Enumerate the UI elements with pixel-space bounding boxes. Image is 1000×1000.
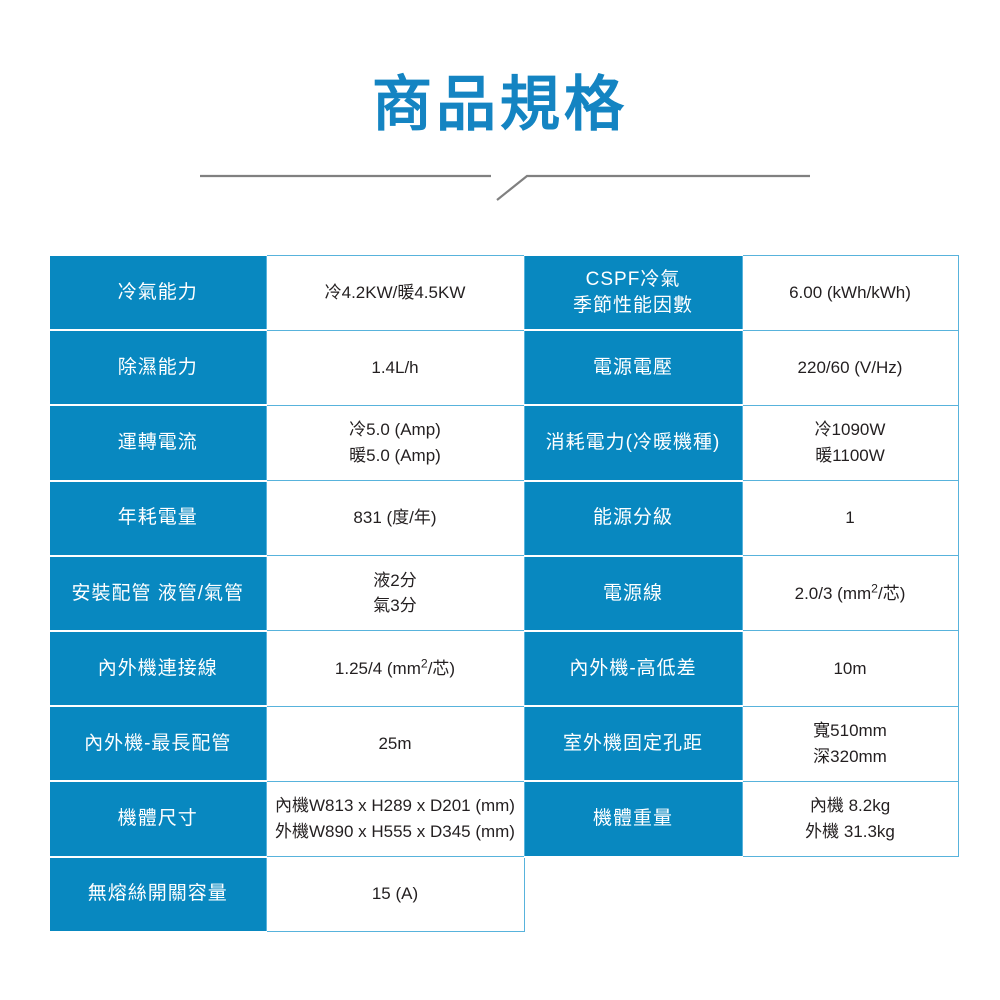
spec-label-cell-right: 消耗電力(冷暖機種) — [524, 404, 742, 482]
spec-label-cell-right: CSPF冷氣季節性能因數 — [524, 253, 742, 332]
spec-table-row: 機體尺寸 內機W813 x H289 x D201 (mm) 外機W890 x H5… — [50, 780, 959, 858]
spec-value-line: 10m — [833, 658, 867, 678]
spec-value-line: 2.0/3 (mm2/芯) — [794, 580, 906, 603]
spec-label-cell-right: 機體重量 — [524, 780, 742, 858]
spec-value-line: 1.4L/h — [371, 358, 419, 378]
spec-label-cell-left: 無熔絲開關容量 — [50, 855, 266, 933]
spec-label-cell-right: 電源電壓 — [524, 329, 742, 407]
spec-label-line: 電源線 — [602, 582, 663, 604]
spec-table-body: 冷氣能力 冷4.2KW/暖4.5KW CSPF冷氣季節性能因數 6.00 (kWh/k… — [50, 253, 959, 933]
spec-label-cell-right: 能源分級 — [524, 479, 742, 557]
spec-label-line: CSPF冷氣 — [585, 268, 681, 290]
spec-label-cell-left: 冷氣能力 — [50, 253, 266, 332]
spec-value-line: 25m — [378, 733, 412, 753]
spec-label-line: 季節性能因數 — [572, 294, 693, 316]
spec-value-cell-left: 內機W813 x H289 x D201 (mm) 外機W890 x H555 x… — [265, 780, 525, 858]
spec-value-cell-left: 831 (度/年) — [265, 480, 525, 557]
spec-value-line: 1.25/4 (mm2/芯) — [334, 656, 456, 678]
divider-line-icon — [200, 174, 810, 201]
spec-table-row: 運轉電流 冷5.0 (Amp) 暖5.0 (Amp) 消耗電力(冷暖機種) 冷1090W… — [50, 404, 959, 482]
spec-label-line: 安裝配管 液管/氣管 — [71, 582, 245, 604]
spec-value-cell-left: 25m — [265, 705, 525, 782]
spec-value-line: 暖1100W — [815, 445, 885, 465]
spec-value-cell-right: 6.00 (kWh/kWh) — [741, 254, 959, 331]
spec-value-line: 冷4.2KW/暖4.5KW — [324, 282, 466, 302]
spec-label-cell-right: 電源線 — [524, 554, 742, 632]
spec-label-cell-left: 除濕能力 — [50, 329, 266, 407]
spec-value-cell-left: 冷5.0 (Amp) 暖5.0 (Amp) — [265, 404, 525, 482]
spec-table-row: 除濕能力 1.4L/h 電源電壓 220/60 (V/Hz) — [50, 329, 959, 407]
spec-table-row: 冷氣能力 冷4.2KW/暖4.5KW CSPF冷氣季節性能因數 6.00 (kWh/k… — [50, 253, 959, 332]
spec-value-line: 15 (A) — [371, 884, 419, 904]
spec-label-cell-left: 內外機-最長配管 — [50, 705, 266, 783]
spec-value-cell-left: 1.4L/h — [265, 329, 525, 406]
spec-empty-cell — [742, 856, 958, 932]
spec-label-line: 內外機-最長配管 — [84, 732, 232, 754]
spec-value-line: 1 — [845, 508, 855, 528]
spec-label-cell-right: 室外機固定孔距 — [524, 705, 742, 783]
spec-value-cell-right: 冷1090W 暖1100W — [741, 404, 959, 482]
spec-label-cell-right: 內外機-高低差 — [524, 629, 742, 708]
page-title: 商品規格 — [372, 71, 628, 138]
spec-table-row: 無熔絲開關容量 15 (A) — [50, 855, 958, 933]
spec-value-line: 氣3分 — [373, 596, 417, 616]
spec-value-line: 內機 8.2kg — [809, 796, 891, 816]
spec-value-cell-right: 1 — [741, 480, 959, 557]
spec-value-cell-right: 寬510mm 深320mm — [741, 705, 959, 782]
spec-label-line: 除濕能力 — [117, 356, 198, 378]
spec-value-cell-right: 220/60 (V/Hz) — [741, 329, 959, 406]
spec-label-line: 無熔絲開關容量 — [87, 883, 228, 905]
spec-value-line: 冷5.0 (Amp) — [349, 420, 441, 440]
spec-value-line: 暖5.0 (Amp) — [349, 445, 441, 465]
spec-value-cell-left: 冷4.2KW/暖4.5KW — [265, 254, 525, 331]
spec-table-row: 年耗電量 831 (度/年) 能源分級 1 — [50, 479, 959, 557]
spec-label-line: 消耗電力(冷暖機種) — [545, 432, 721, 454]
spec-label-line: 內外機連接線 — [97, 657, 218, 679]
spec-label-line: 冷氣能力 — [117, 281, 198, 303]
spec-value-line: 冷1090W — [814, 420, 886, 440]
spec-label-line: 運轉電流 — [117, 432, 198, 454]
spec-value-line: 6.00 (kWh/kWh) — [789, 282, 911, 302]
spec-empty-cell — [524, 856, 742, 932]
spec-label-line: 能源分級 — [592, 507, 673, 529]
spec-value-cell-left: 液2分氣3分 — [265, 555, 525, 632]
spec-table-row: 內外機連接線 1.25/4 (mm2/芯) 內外機-高低差 10m — [50, 629, 959, 708]
spec-label-cell-left: 內外機連接線 — [50, 629, 266, 708]
spec-label-line: 電源電壓 — [592, 356, 673, 378]
spec-value-line: 寬510mm — [813, 721, 887, 741]
spec-label-line: 室外機固定孔距 — [562, 732, 703, 754]
spec-label-cell-left: 安裝配管 液管/氣管 — [50, 554, 266, 632]
spec-label-line: 內外機-高低差 — [569, 657, 697, 679]
spec-table: 冷氣能力 冷4.2KW/暖4.5KW CSPF冷氣季節性能因數 6.00 (kWh/k… — [50, 253, 959, 933]
spec-value-line: 液2分 — [373, 570, 417, 590]
spec-label-line: 機體重量 — [592, 808, 673, 830]
spec-value-line: 220/60 (V/Hz) — [797, 358, 903, 378]
spec-value-cell-left: 15 (A) — [265, 855, 525, 933]
spec-value-line: 深320mm — [813, 746, 887, 766]
spec-value-line: 外機W890 x H555 x D345 (mm) — [275, 821, 515, 841]
spec-label-cell-left: 運轉電流 — [50, 404, 266, 482]
decorative-divider — [0, 160, 1000, 215]
spec-value-line: 外機 31.3kg — [805, 821, 895, 841]
spec-table-row: 內外機-最長配管 25m 室外機固定孔距 寬510mm 深320mm — [50, 705, 959, 783]
spec-value-cell-right: 2.0/3 (mm2/芯) — [741, 555, 959, 632]
spec-label-line: 年耗電量 — [117, 507, 198, 529]
spec-value-line: 內機W813 x H289 x D201 (mm) — [275, 796, 515, 816]
spec-label-cell-left: 年耗電量 — [50, 479, 266, 557]
spec-label-line: 機體尺寸 — [117, 808, 198, 830]
spec-value-line: 831 (度/年) — [353, 508, 437, 528]
spec-value-cell-left: 1.25/4 (mm2/芯) — [265, 630, 525, 707]
spec-label-cell-left: 機體尺寸 — [50, 780, 266, 858]
spec-value-cell-right: 10m — [741, 630, 959, 707]
spec-value-cell-right: 內機 8.2kg 外機 31.3kg — [741, 780, 959, 858]
